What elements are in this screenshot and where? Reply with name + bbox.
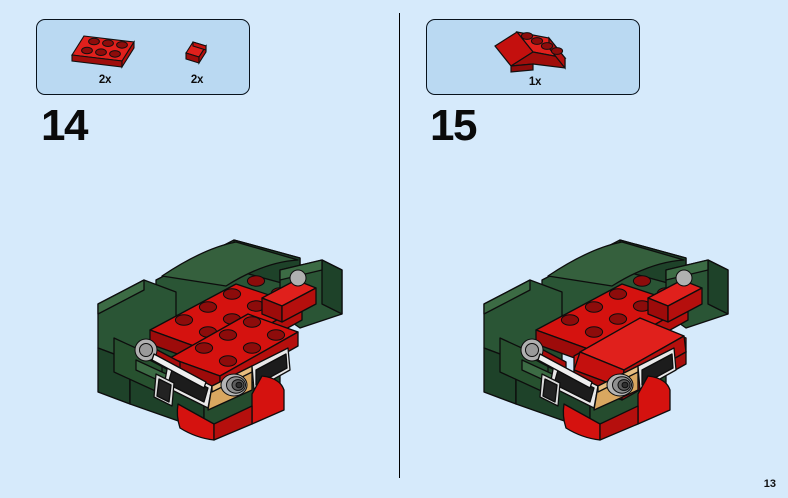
step-number-14: 14 bbox=[41, 101, 88, 150]
parts-callout-14: 2x 2x bbox=[36, 19, 250, 95]
part-quantity-label: 2x bbox=[98, 74, 112, 86]
red-slope-2x4-icon bbox=[487, 24, 583, 76]
red-plate-2x3-icon bbox=[60, 28, 150, 74]
parts-callout-15: 1x bbox=[426, 19, 640, 95]
part-quantity-label: 1x bbox=[528, 76, 542, 88]
part-item-plate-2x3: 2x bbox=[57, 28, 153, 86]
model-step-15 bbox=[470, 218, 740, 443]
step-panel-14: 2x 2x 14 bbox=[36, 19, 354, 443]
part-item-slope-2x4: 1x bbox=[485, 24, 585, 88]
step-number-15: 15 bbox=[430, 101, 477, 150]
red-slope-1x1-icon bbox=[177, 30, 217, 74]
panel-divider bbox=[399, 13, 400, 478]
model-step-14 bbox=[84, 218, 354, 443]
part-quantity-label: 2x bbox=[190, 74, 204, 86]
step-panel-15: 1x 15 bbox=[400, 0, 788, 498]
page-number: 13 bbox=[763, 478, 776, 490]
part-item-slope-1x1: 2x bbox=[161, 30, 233, 86]
